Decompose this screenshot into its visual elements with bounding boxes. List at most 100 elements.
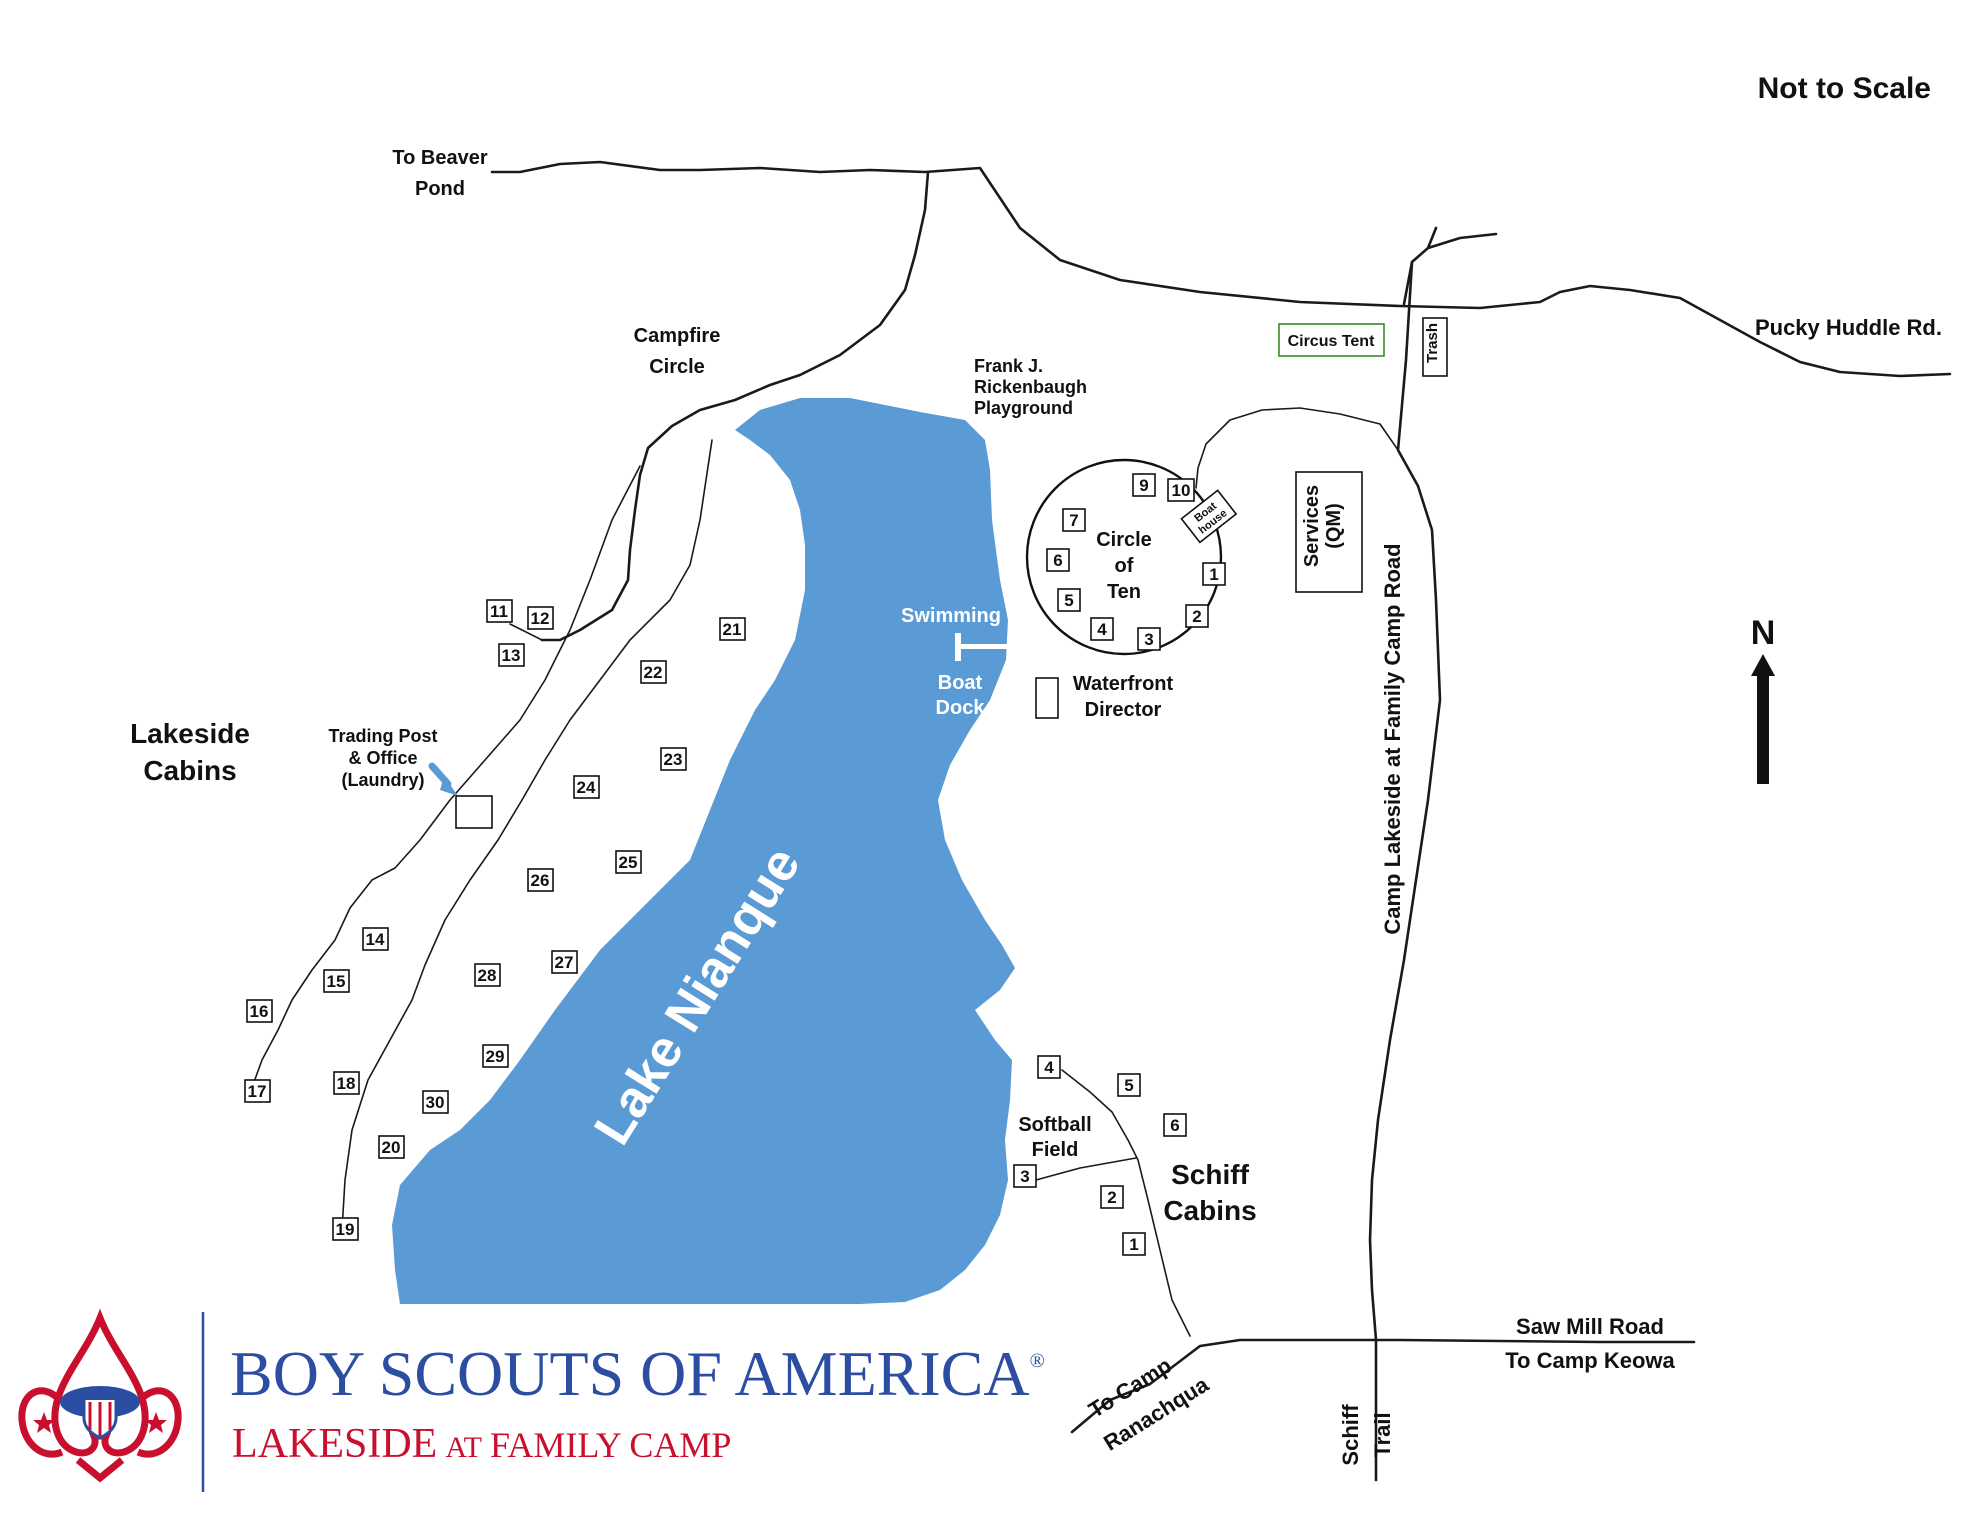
lakeside-cabins-label: Cabins [143, 755, 236, 786]
lake-nianque [392, 398, 1015, 1304]
lakeside-cabin: 11 [486, 599, 513, 623]
cabin-number: 10 [1172, 481, 1191, 500]
cabin-number: 13 [502, 646, 521, 665]
boat-dock [955, 633, 1012, 661]
cabin-number: 26 [531, 871, 550, 890]
circle-cabin: 2 [1185, 604, 1209, 628]
cabin-number: 22 [644, 663, 663, 682]
cabin-number: 11 [490, 602, 508, 621]
boathouse: Boat house [1180, 489, 1238, 544]
cabin-number: 23 [664, 750, 683, 769]
lakeside-cabin: 19 [332, 1217, 359, 1241]
playground-label: Rickenbaugh [974, 377, 1087, 397]
cabin-number: 4 [1044, 1058, 1054, 1077]
circle-cabin: 4 [1090, 617, 1114, 641]
bsa-fleur-de-lis-logo [18, 1308, 182, 1483]
north-spur-road [1402, 226, 1498, 306]
circle-cabin: 6 [1046, 548, 1070, 572]
lakeside-cabin: 21 [719, 617, 746, 641]
playground-label: Frank J. [974, 356, 1043, 376]
not-to-scale-label: Not to Scale [1758, 72, 1931, 105]
cabin-number: 30 [426, 1093, 445, 1112]
saw-mill-road-label: Saw Mill Road [1516, 1314, 1664, 1339]
circle-cabin: 9 [1132, 473, 1156, 497]
cabin-number: 4 [1097, 620, 1107, 639]
circle-of-ten-label: Ten [1107, 581, 1141, 603]
lakeside-cabin: 27 [551, 950, 578, 974]
family-camp-road [1368, 260, 1442, 1482]
cabin-number: 7 [1069, 511, 1078, 530]
circle-of-ten-label: Circle [1096, 529, 1152, 551]
cabin-number: 14 [366, 930, 385, 949]
softball-field-label: Field [1032, 1139, 1079, 1161]
schiff-cabin: 5 [1117, 1073, 1141, 1097]
lakeside-cabin: 29 [482, 1044, 509, 1068]
north-label: N [1751, 614, 1776, 652]
campfire-circle-label: Campfire [634, 325, 721, 347]
cabin-number: 24 [577, 778, 596, 797]
trading-post-label: Trading Post [328, 726, 437, 746]
schiff-cabin: 6 [1163, 1113, 1187, 1137]
lakeside-cabin: 23 [660, 747, 687, 771]
lakeside-cabin: 14 [362, 927, 389, 951]
lakeside-cabin: 15 [323, 969, 350, 993]
lakeside-cabin: 17 [244, 1079, 271, 1103]
schiff-trail-branch [1035, 1157, 1137, 1181]
playground-label: Playground [974, 398, 1073, 418]
cabin-number: 12 [531, 609, 550, 628]
cabin-number: 28 [478, 966, 497, 985]
schiff-cabins-label: Cabins [1163, 1195, 1256, 1226]
circle-of-ten-label: of [1115, 555, 1134, 577]
lakeside-cabin: 20 [378, 1135, 405, 1159]
circle-cabin: 1 [1202, 562, 1226, 586]
lakeside-cabin: 25 [615, 850, 642, 874]
lakeside-cabin: 24 [573, 775, 600, 799]
cabin-number: 1 [1129, 1235, 1138, 1254]
services-qm-building [1295, 471, 1363, 593]
cabin-number: 3 [1144, 630, 1153, 649]
trading-post-arrow [428, 762, 458, 796]
cabin-number: 1 [1209, 565, 1218, 584]
services-qm-label: (QM) [1323, 503, 1345, 549]
lakeside-cabin: 13 [498, 643, 525, 667]
top-road [490, 160, 1952, 378]
schiff-cabin: 3 [1013, 1164, 1037, 1188]
cabin-number: 16 [250, 1002, 269, 1021]
family-camp-road-label: Camp Lakeside at Family Camp Road [1380, 543, 1405, 934]
cabin-number: 27 [555, 953, 574, 972]
schiff-cabin: 2 [1100, 1185, 1124, 1209]
circus-tent-box [1278, 323, 1385, 357]
cabin-number: 20 [382, 1138, 401, 1157]
trading-post-label: (Laundry) [342, 770, 425, 790]
cabin-number: 5 [1064, 591, 1073, 610]
softball-field-label: Softball [1018, 1114, 1091, 1136]
cabin-number: 15 [327, 972, 346, 991]
cabin-number: 2 [1192, 607, 1201, 626]
lakeside-cabin: 28 [474, 963, 501, 987]
waterfront-director-label: Director [1085, 699, 1162, 721]
schiff-trail-label: Schiff [1338, 1404, 1363, 1466]
circle-cabin: 10 [1167, 478, 1195, 502]
to-beaver-pond-label: To Beaver [392, 147, 487, 169]
cabin-number: 18 [337, 1074, 356, 1093]
lakeside-cabin: 26 [527, 868, 554, 892]
trading-post-building [455, 795, 493, 829]
lakeside-cabin: 18 [333, 1071, 360, 1095]
lakeside-cabin: 30 [422, 1090, 449, 1114]
playground-trail [1195, 407, 1399, 489]
pucky-huddle-road-label: Pucky Huddle Rd. [1755, 315, 1942, 340]
cabin-number: 9 [1139, 476, 1148, 495]
trash-label: Trash [1424, 323, 1441, 363]
circus-tent-label: Circus Tent [1288, 333, 1376, 350]
services-qm-label: Services [1301, 485, 1323, 567]
schiff-cabins-label: Schiff [1171, 1159, 1249, 1190]
swimming-label: Swimming [901, 605, 1001, 627]
trading-post-spur [509, 623, 543, 641]
cabin-number: 6 [1053, 551, 1062, 570]
cabin-number: 21 [723, 620, 742, 639]
cabin-number: 17 [248, 1082, 267, 1101]
schiff-trail-label: Trail [1370, 1412, 1395, 1457]
saw-mill-road [1070, 1338, 1696, 1434]
campfire-road [540, 170, 930, 642]
